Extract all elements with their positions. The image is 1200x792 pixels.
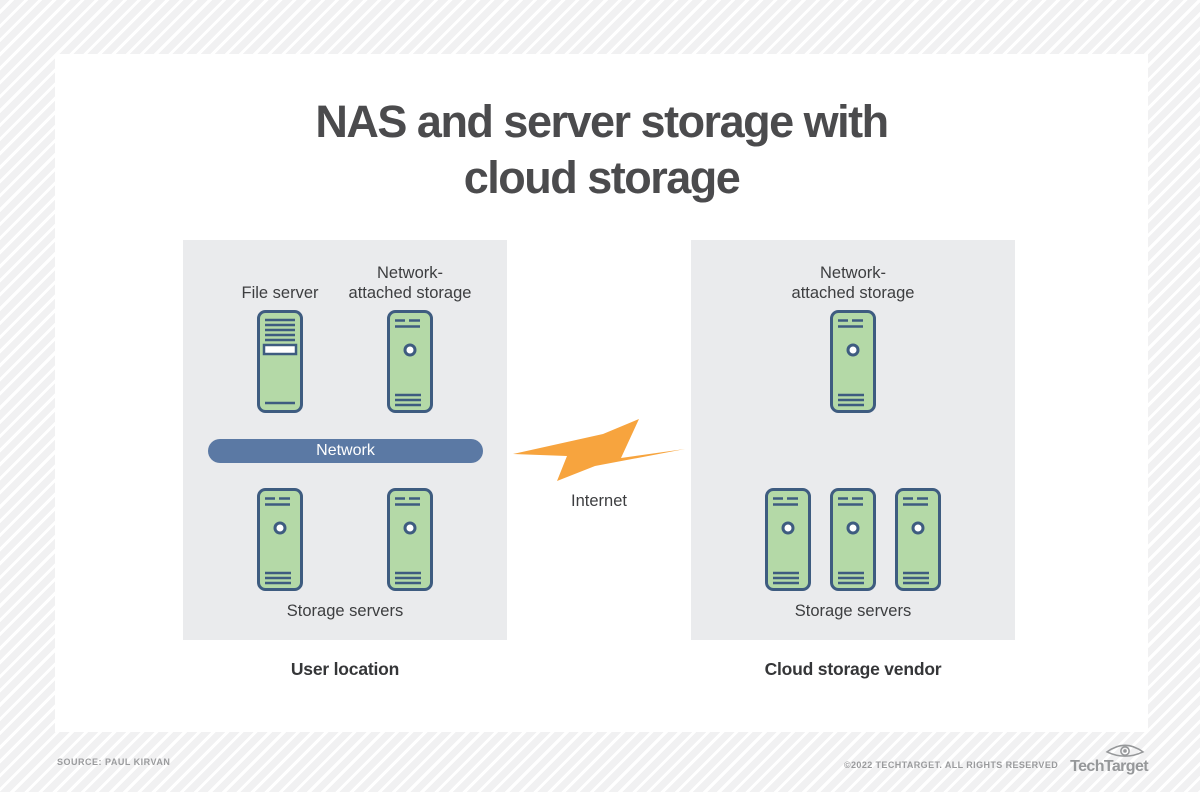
footer-copyright: ©2022 TECHTARGET. ALL RIGHTS RESERVED	[843, 760, 1059, 770]
storage-server-icon	[387, 488, 433, 591]
diagram-card: NAS and server storage with cloud storag…	[55, 54, 1148, 732]
storage-server-icon	[895, 488, 941, 591]
storage-servers-label: Storage servers	[794, 602, 912, 620]
file-server-icon	[257, 310, 303, 413]
nas-icon	[830, 310, 876, 413]
lightning-bolt-icon	[513, 419, 685, 481]
techtarget-wordmark: TechTarget	[1070, 758, 1148, 775]
internet-label: Internet	[571, 492, 627, 510]
network-label: Network	[316, 442, 375, 459]
storage-servers-label: Storage servers	[286, 602, 404, 620]
panel-cloud-vendor: Network- attached storage Storage server…	[691, 240, 1015, 640]
caption-user-location: User location	[290, 659, 400, 679]
storage-server-icon	[257, 488, 303, 591]
nas-label: Network- attached storage	[348, 264, 472, 302]
storage-server-icon	[830, 488, 876, 591]
techtarget-logo: TechTarget	[1070, 742, 1149, 775]
nas-label: Network- attached storage	[791, 264, 915, 302]
footer-right: ©2022 TECHTARGET. ALL RIGHTS RESERVED Te…	[843, 742, 1149, 775]
diagram-title: NAS and server storage with cloud storag…	[315, 96, 889, 203]
footer-source: SOURCE: PAUL KIRVAN	[57, 757, 171, 767]
nas-icon	[387, 310, 433, 413]
storage-server-icon	[765, 488, 811, 591]
file-server-label: File server	[241, 284, 319, 302]
eye-icon	[1105, 744, 1145, 757]
network-bar: Network	[208, 439, 483, 463]
panel-user-location: File server Network- attached storage Ne…	[183, 240, 507, 640]
caption-cloud-vendor: Cloud storage vendor	[764, 659, 942, 679]
